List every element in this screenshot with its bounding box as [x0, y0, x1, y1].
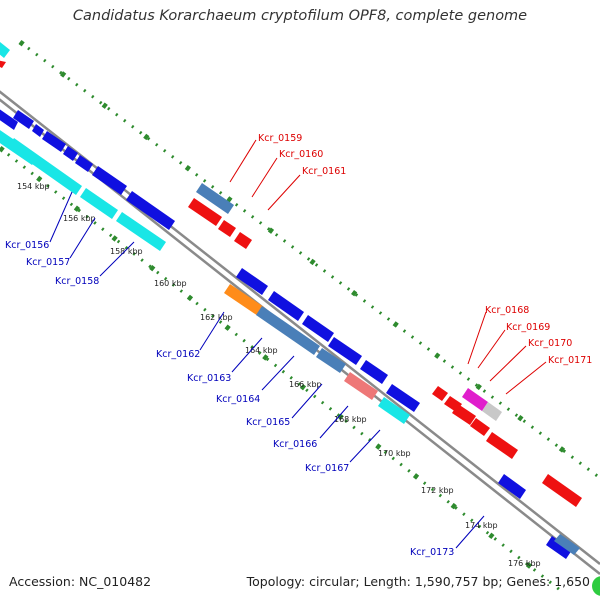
gene-blue-3 [32, 124, 44, 137]
gene-label[interactable]: Kcr_0169 [506, 322, 550, 333]
gene-cyan-kcr0157 [80, 188, 118, 219]
gene-red-small-1 [432, 386, 448, 401]
tick-label: 170 kbp [378, 449, 411, 458]
gene-kcr0169 [482, 402, 502, 421]
gene-blue-13 [360, 360, 388, 384]
gene-label[interactable]: Kcr_0156 [5, 240, 49, 251]
gene-label[interactable]: Kcr_0159 [258, 133, 302, 144]
gene-kcr0165 [344, 372, 378, 400]
gene-kcr0156-region-blue-1 [0, 109, 18, 130]
gene-blue-11 [302, 315, 334, 342]
tick-label: 160 kbp [154, 279, 187, 288]
gene-blue-10 [268, 291, 304, 321]
gene-cyan-lower [554, 534, 580, 555]
tick-label: 172 kbp [421, 486, 454, 495]
gene-label[interactable]: Kcr_0161 [302, 166, 346, 177]
outer-ruler-ring [19, 40, 600, 480]
tick-labels: 154 kbp 156 kbp 158 kbp 160 kbp 162 kbp … [17, 182, 541, 568]
map-title: Candidatus Korarchaeum cryptofilum OPF8,… [72, 8, 528, 24]
gene-label[interactable]: Kcr_0167 [305, 463, 349, 474]
gene-kcr0171 [470, 418, 490, 436]
tick-label: 156 kbp [63, 214, 96, 223]
gene-kcr0159 [196, 183, 234, 214]
tick-label: 174 kbp [465, 521, 498, 530]
gene-kcr0170 [452, 404, 476, 425]
gene-label[interactable]: Kcr_0171 [548, 355, 592, 366]
gene-kcr0162-orange [224, 284, 264, 316]
gene-kcr0160 [188, 198, 222, 226]
gene-label[interactable]: Kcr_0168 [485, 305, 529, 316]
tick-label: 154 kbp [17, 182, 50, 191]
gene-kcr0164 [316, 348, 346, 373]
gene-label[interactable]: Kcr_0165 [246, 417, 290, 428]
gene-blue-2 [13, 110, 34, 129]
gene-kcr0166 [378, 397, 410, 424]
gene-label[interactable]: Kcr_0166 [273, 439, 317, 450]
gene-kcr0161 [234, 232, 252, 249]
gene-label[interactable]: Kcr_0173 [410, 547, 454, 558]
gene-kcr0168 [462, 388, 488, 411]
topology-text: Topology: circular; Length: 1,590,757 bp… [246, 574, 590, 589]
gene-blue-8 [126, 191, 175, 230]
gene-partial-cyan [0, 42, 10, 58]
gene-cyan-kcr0156 [8, 138, 82, 195]
gene-label[interactable]: Kcr_0157 [26, 257, 70, 268]
outer-ruler-ticks [18, 40, 600, 480]
gene-label[interactable]: Kcr_0162 [156, 349, 200, 360]
gene-blue-12 [328, 337, 362, 365]
forward-gene-labels: Kcr_0159 Kcr_0160 Kcr_0161 Kcr_0168 Kcr_… [258, 133, 592, 366]
gene-label[interactable]: Kcr_0158 [55, 276, 99, 287]
accession-text: Accession: NC_010482 [9, 574, 152, 589]
gene-label[interactable]: Kcr_0164 [216, 394, 260, 405]
gene-blue-4 [42, 131, 66, 152]
tick-label: 168 kbp [334, 415, 367, 424]
gene-blue-7 [92, 166, 127, 195]
tick-label: 162 kbp [200, 313, 233, 322]
tick-label: 166 kbp [289, 380, 322, 389]
tick-label: 164 kbp [245, 346, 278, 355]
gene-blue-6 [75, 155, 93, 172]
forward-label-leaders [229, 139, 547, 395]
tick-label: 176 kbp [508, 559, 541, 568]
reverse-gene-labels: Kcr_0156 Kcr_0157 Kcr_0158 Kcr_0162 Kcr_… [5, 240, 454, 558]
gene-blue-9 [236, 268, 268, 295]
gene-partial-red [0, 60, 6, 68]
gene-blue-14 [386, 384, 420, 412]
gene-green-partial [592, 576, 600, 596]
gene-blue-kcr0173 [498, 474, 526, 499]
gene-kcr0160b [218, 220, 236, 237]
gene-label[interactable]: Kcr_0170 [528, 338, 572, 349]
gene-blue-5 [63, 146, 78, 161]
gene-label[interactable]: Kcr_0163 [187, 373, 231, 384]
gene-red-8 [542, 474, 582, 507]
gene-blue-lower [546, 536, 572, 559]
gene-cyan-kcr0158 [116, 212, 166, 251]
gene-kcr0163 [256, 306, 320, 355]
tick-label: 158 kbp [110, 247, 143, 256]
gene-label[interactable]: Kcr_0160 [279, 149, 323, 160]
reverse-label-leaders [49, 191, 485, 549]
gene-glyphs [0, 42, 600, 596]
gene-red-7 [486, 432, 518, 459]
